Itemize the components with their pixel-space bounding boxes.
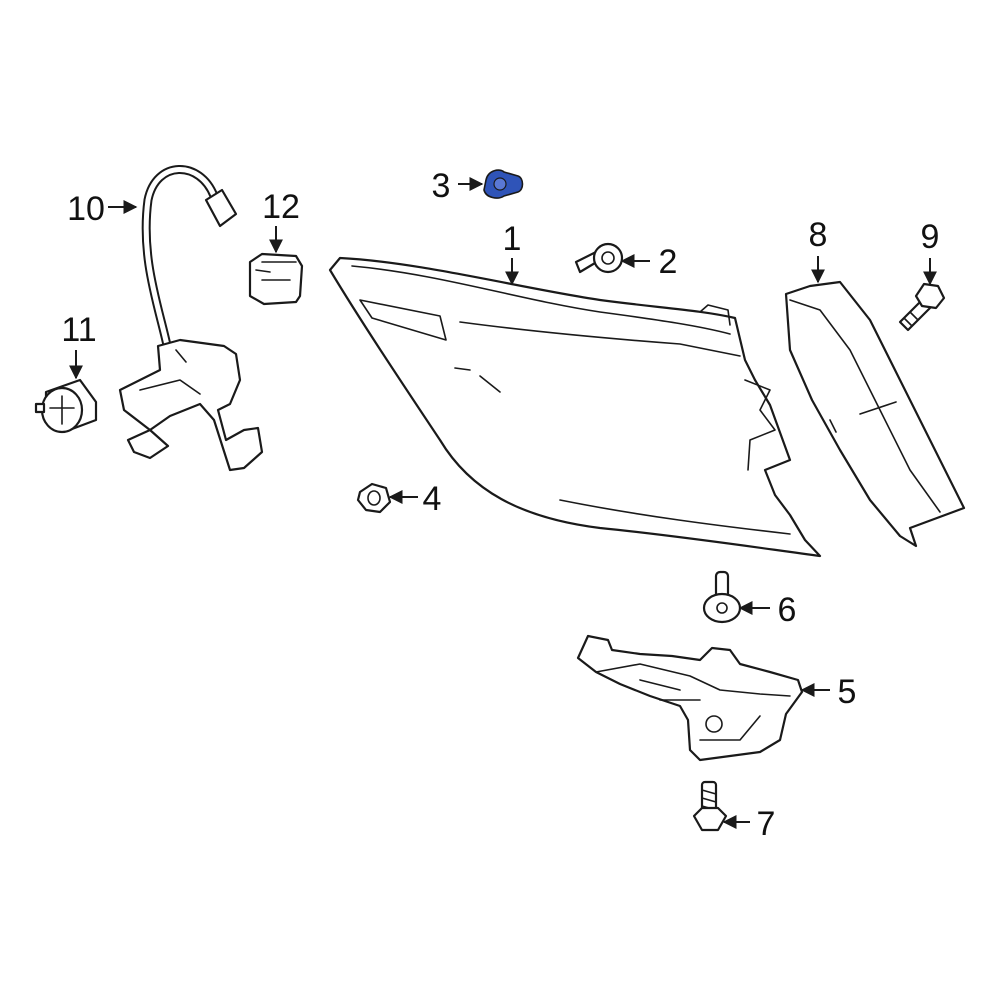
callout-2: 2 — [659, 243, 678, 281]
clip-part-3-highlighted — [483, 169, 524, 199]
callout-11: 11 — [61, 311, 96, 349]
leader-arrows — [69, 177, 937, 829]
callout-12: 12 — [262, 188, 300, 226]
callout-5: 5 — [838, 673, 857, 711]
callout-3: 3 — [432, 167, 451, 205]
connector-part-12 — [248, 252, 304, 306]
bolt-part-9 — [898, 282, 946, 332]
callout-8: 8 — [809, 216, 828, 254]
bolt-part-6 — [702, 570, 742, 624]
callout-9: 9 — [921, 218, 940, 256]
screw-part-2 — [574, 242, 624, 274]
callout-7: 7 — [757, 805, 776, 843]
callout-labels: 1 2 3 4 5 6 7 8 9 10 11 12 — [61, 167, 939, 843]
bolt-part-7 — [692, 780, 728, 832]
callout-10: 10 — [67, 190, 105, 228]
trim-panel-part-8 — [784, 280, 966, 548]
socket-part-11 — [34, 378, 98, 434]
callout-4: 4 — [423, 480, 442, 518]
bracket-part-5 — [576, 634, 804, 762]
callout-6: 6 — [778, 591, 797, 629]
tail-lamp-assembly — [328, 256, 822, 558]
callout-1: 1 — [503, 220, 522, 258]
wiring-harness-part-10 — [118, 165, 264, 472]
nut-part-4 — [356, 482, 392, 514]
